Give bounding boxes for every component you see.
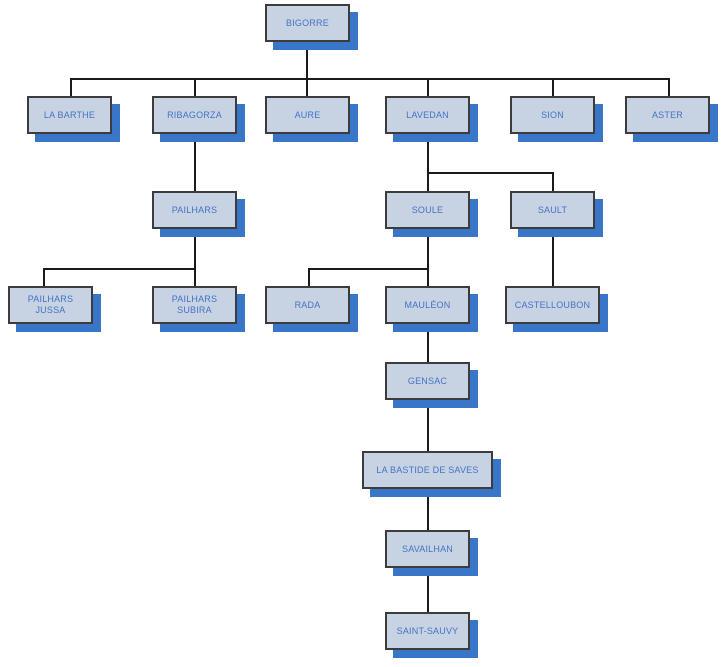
node-la-barthe[interactable]: LA BARTHE: [27, 96, 112, 134]
connector-soule-stem: [427, 229, 429, 286]
connector-drop-lavedan: [427, 78, 429, 96]
node-mauleon[interactable]: MAULÉON: [385, 286, 470, 324]
node-castelloubon[interactable]: CASTELLOUBON: [505, 286, 600, 324]
node-sion[interactable]: SION: [510, 96, 595, 134]
connector-soule-bus: [308, 268, 427, 270]
node-pailhars[interactable]: PAILHARS: [152, 191, 237, 229]
node-soule[interactable]: SOULE: [385, 191, 470, 229]
node-gensac[interactable]: GENSAC: [385, 362, 470, 400]
connector-lavedan-stem: [427, 134, 429, 191]
node-rada[interactable]: RADA: [265, 286, 350, 324]
connector-drop-aure: [306, 78, 308, 96]
connector-savailhan-to-saint-sauvy: [427, 568, 429, 612]
connector-drop-ribagorza: [194, 78, 196, 96]
node-pailhars-subira[interactable]: PAILHARS SUBIRA: [152, 286, 237, 324]
connector-pailhars-bus: [43, 268, 194, 270]
connector-pailhars-stem: [194, 229, 196, 286]
connector-la-bastide-to-savailhan: [427, 489, 429, 530]
node-pailhars-jussa[interactable]: PAILHARS JUSSA: [8, 286, 93, 324]
node-savailhan[interactable]: SAVAILHAN: [385, 530, 470, 568]
node-lavedan[interactable]: LAVEDAN: [385, 96, 470, 134]
connector-drop-sault: [552, 172, 554, 191]
connector-bigorre-stem: [306, 42, 308, 78]
node-aster[interactable]: ASTER: [625, 96, 710, 134]
node-saint-sauvy[interactable]: SAINT-SAUVY: [385, 612, 470, 650]
connector-drop-sion: [552, 78, 554, 96]
connector-row2-bus: [70, 78, 668, 80]
connector-drop-pailhars-jussa: [43, 268, 45, 286]
node-bigorre[interactable]: BIGORRE: [265, 4, 350, 42]
connector-drop-la-barthe: [70, 78, 72, 96]
connector-drop-rada: [308, 268, 310, 286]
node-la-bastide[interactable]: LA BASTIDE DE SAVES: [362, 451, 493, 489]
connector-sault-to-castelloubon: [552, 229, 554, 286]
connector-gensac-to-la-bastide: [427, 400, 429, 451]
connector-lavedan-bus: [427, 172, 552, 174]
connector-mauleon-to-gensac: [427, 324, 429, 362]
connector-ribagorza-to-pailhars: [194, 134, 196, 191]
node-ribagorza[interactable]: RIBAGORZA: [152, 96, 237, 134]
node-sault[interactable]: SAULT: [510, 191, 595, 229]
connector-drop-aster: [668, 78, 670, 96]
node-aure[interactable]: AURE: [265, 96, 350, 134]
